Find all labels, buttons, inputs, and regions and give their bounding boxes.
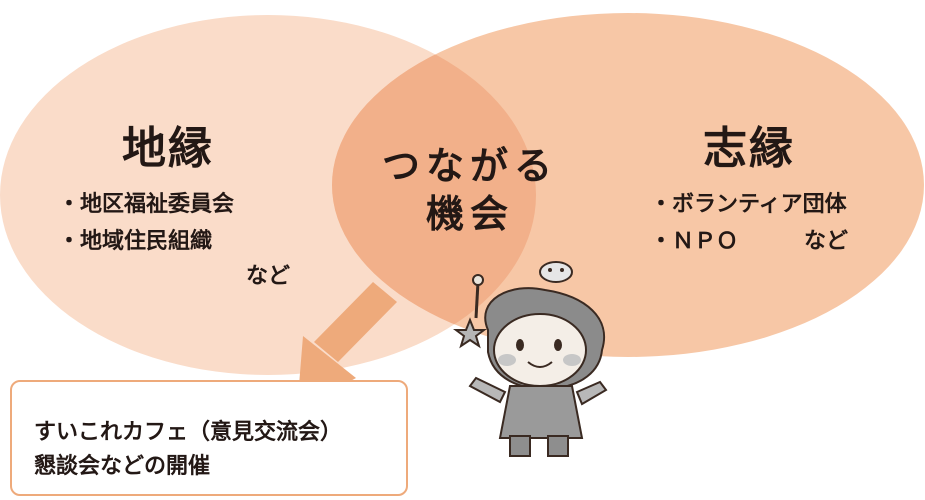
right-item-2: ・ＮＰＯ など — [650, 229, 849, 254]
mascot-character-icon — [453, 261, 608, 457]
overlap-region — [332, 15, 536, 357]
left-item-2: ・地域住民組織 — [58, 229, 213, 254]
center-line-2: 機会 — [425, 192, 514, 236]
right-title: 志縁 — [703, 123, 795, 174]
left-suffix: など — [246, 264, 291, 289]
callout-box: すいこれカフェ（意見交流会） 懇談会などの開催 — [10, 380, 408, 496]
right-item-1: ・ボランティア団体 — [650, 192, 847, 217]
callout-line-2: 懇談会などの開催 — [34, 454, 211, 479]
callout-line-1: すいこれカフェ（意見交流会） — [34, 420, 343, 445]
left-title: 地縁 — [122, 123, 214, 174]
left-item-1: ・地区福祉委員会 — [58, 192, 235, 217]
center-line-1: つながる — [381, 144, 558, 188]
